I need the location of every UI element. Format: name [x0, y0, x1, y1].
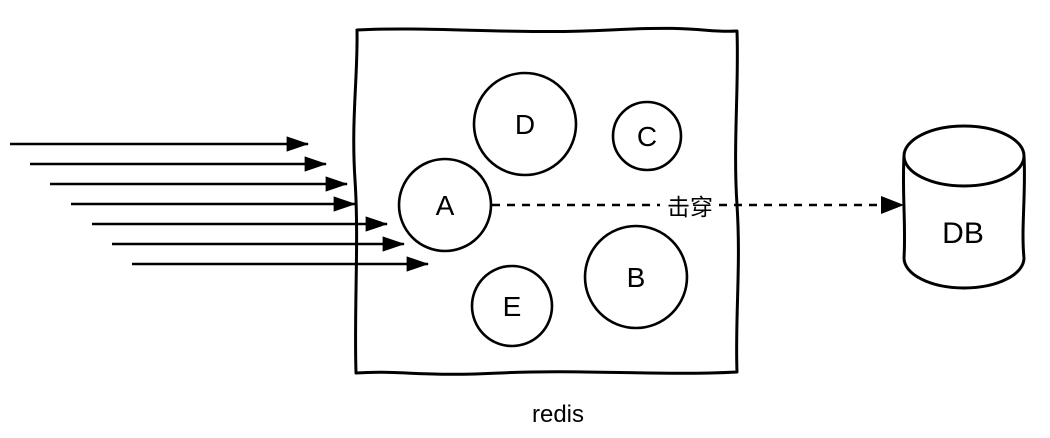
- db-cylinder: [901, 124, 1026, 290]
- key-circle-e: [470, 264, 554, 348]
- request-arrows: [10, 136, 430, 272]
- redis-cache-box: [352, 26, 740, 376]
- key-circle-d: [472, 71, 578, 177]
- db-label: DB: [942, 217, 984, 250]
- key-circle-b: [583, 224, 689, 330]
- penetration-arrowhead: [881, 196, 904, 214]
- key-label-e: E: [503, 291, 522, 322]
- key-label-b: B: [627, 262, 646, 293]
- penetration-label: 击穿: [667, 194, 713, 220]
- key-label-c: C: [637, 121, 657, 152]
- key-label-d: D: [515, 109, 535, 140]
- cache-keys: [397, 71, 689, 348]
- key-circle-a: [397, 157, 493, 253]
- key-circle-c: [611, 100, 683, 172]
- redis-caption: redis: [532, 401, 584, 428]
- key-label-a: A: [436, 190, 455, 221]
